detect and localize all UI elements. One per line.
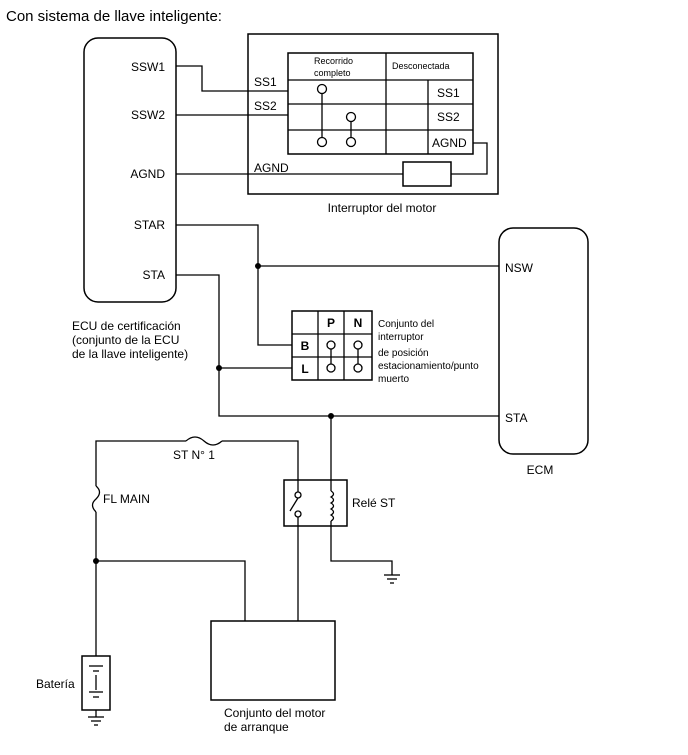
table-header-full-stroke-line1: Recorrido xyxy=(314,56,353,66)
st-relay-coil xyxy=(329,490,335,522)
ecm-box xyxy=(498,227,589,455)
table-header-off: Desconectada xyxy=(392,61,450,71)
pn-col-n: N xyxy=(354,316,363,330)
engine-switch-continuity xyxy=(316,83,357,148)
battery-cells xyxy=(89,665,103,698)
engine-switch-caption: Interruptor del motor xyxy=(328,201,437,215)
ecu-caption-line3: de la llave inteligente) xyxy=(72,347,188,361)
engine-switch-port-ss2: SS2 xyxy=(254,99,277,113)
fuse-main-symbol xyxy=(91,485,101,513)
ground-icon xyxy=(384,574,400,584)
table-row-ss2: SS2 xyxy=(437,110,460,124)
ecu-pin-star: STAR xyxy=(134,218,165,232)
ecu-pin-sta: STA xyxy=(143,268,165,282)
table-row-agnd: AGND xyxy=(432,136,467,150)
agnd-resistor xyxy=(402,161,452,187)
st-relay-contact xyxy=(289,491,302,518)
fuse-main-label: FL MAIN xyxy=(103,492,150,506)
engine-switch-box xyxy=(247,33,499,195)
ecm-pin-sta: STA xyxy=(505,411,527,425)
battery-label: Batería xyxy=(36,677,75,691)
table-row-ss1: SS1 xyxy=(437,86,460,100)
st-relay-box xyxy=(283,479,348,527)
diagram-title: Con sistema de llave inteligente: xyxy=(6,8,222,25)
pn-row-l: L xyxy=(301,362,308,376)
starter-label-line2: de arranque xyxy=(224,720,289,734)
ecu-pin-agnd: AGND xyxy=(130,167,165,181)
pn-row-b: B xyxy=(301,339,310,353)
st-relay-label: Relé ST xyxy=(352,496,396,510)
ecm-pin-nsw: NSW xyxy=(505,261,534,275)
starter-label-line1: Conjunto del motor xyxy=(224,706,325,720)
fuse-st-label: ST N° 1 xyxy=(173,448,215,462)
ecu-pin-ssw2: SSW2 xyxy=(131,108,165,122)
engine-switch-port-ss1: SS1 xyxy=(254,75,277,89)
ecm-caption: ECM xyxy=(527,463,554,477)
junction-dots xyxy=(93,263,334,564)
table-header-full-stroke-line2: completo xyxy=(314,68,351,78)
pn-caption-line2: interruptor xyxy=(378,332,424,343)
pn-caption-line4: estacionamiento/punto xyxy=(378,361,479,372)
engine-switch-table xyxy=(287,52,474,155)
battery-ground-icon xyxy=(88,716,104,726)
fuse-st-symbol xyxy=(185,436,223,446)
wires xyxy=(95,65,499,717)
engine-switch-port-agnd: AGND xyxy=(254,161,289,175)
ecu-caption-line1: ECU de certificación xyxy=(72,319,181,333)
ecu-box xyxy=(83,37,177,303)
starter-box xyxy=(210,620,336,701)
pn-caption-line3: de posición xyxy=(378,348,429,359)
pn-col-p: P xyxy=(327,316,335,330)
ecu-pin-ssw1: SSW1 xyxy=(131,60,165,74)
pn-continuity xyxy=(326,340,363,373)
pn-caption-line5: muerto xyxy=(378,374,410,385)
pn-caption-line1: Conjunto del xyxy=(378,319,434,330)
ecu-caption-line2: (conjunto de la ECU xyxy=(72,333,179,347)
